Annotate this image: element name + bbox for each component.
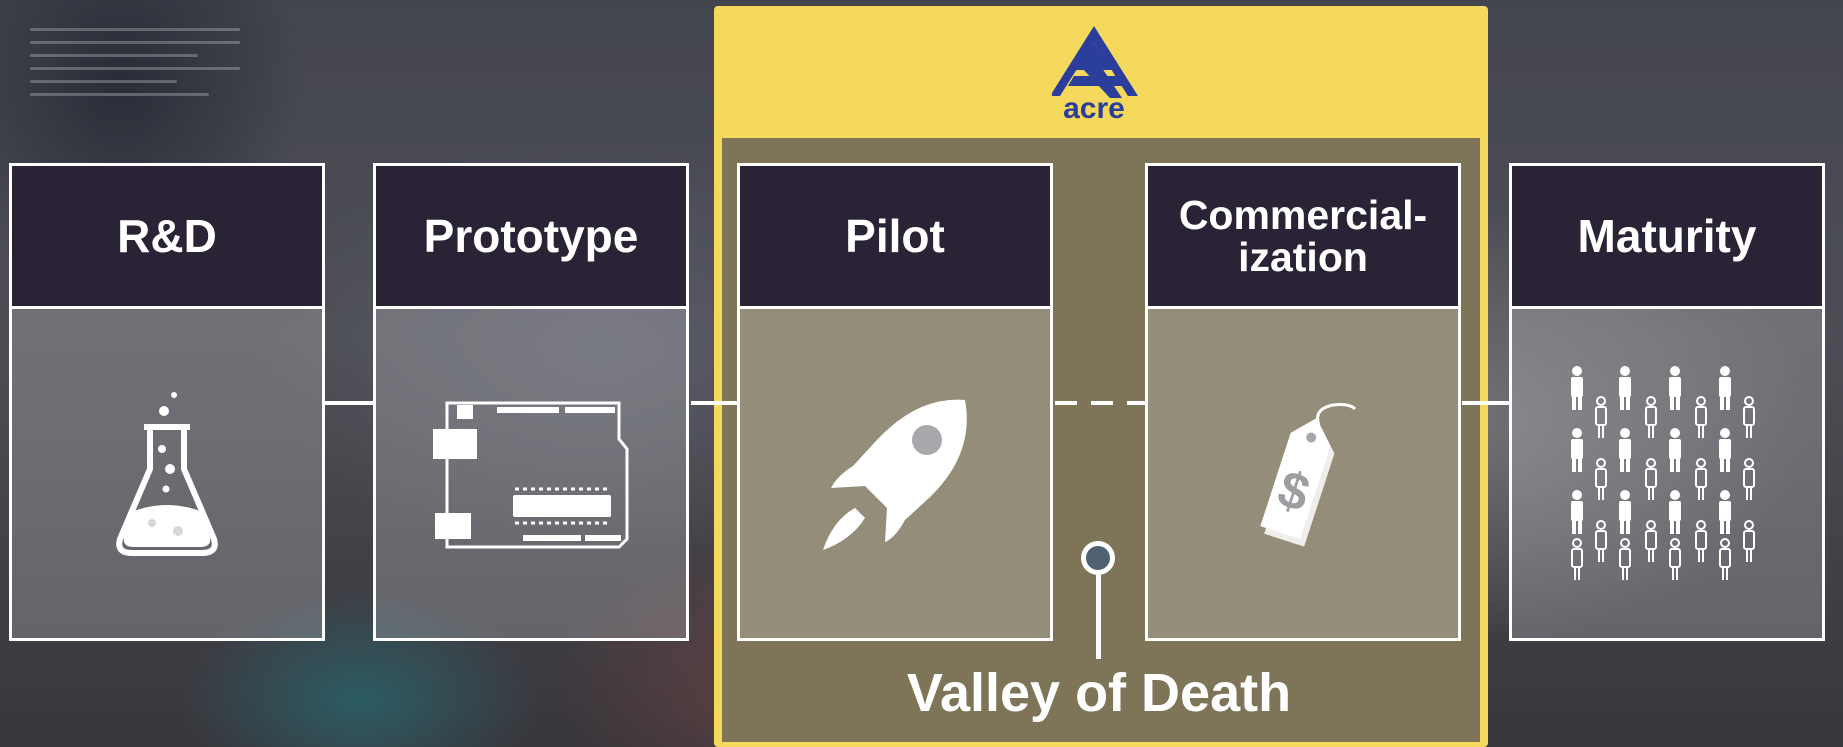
price-tag-icon: $: [1148, 309, 1458, 638]
stage-title: R&D: [117, 210, 217, 262]
background-poster: [30, 18, 240, 106]
valley-marker-pin: [1081, 541, 1115, 575]
stage-title-line2: ization: [1238, 234, 1368, 280]
stage-header: Prototype: [376, 166, 686, 309]
stage-card-maturity: Maturity: [1509, 163, 1825, 641]
stage-header: R&D: [12, 166, 322, 309]
acre-logo: acre: [1050, 24, 1142, 125]
connector-line: [325, 401, 375, 405]
stage-title: Prototype: [423, 210, 639, 262]
connector-line: [1462, 401, 1512, 405]
stage-header: Commercial- ization: [1148, 166, 1458, 309]
people-crowd-icon: [1512, 309, 1822, 638]
rocket-icon: [740, 309, 1050, 638]
stage-title: Commercial- ization: [1179, 194, 1427, 278]
stage-title-line1: Commercial-: [1178, 192, 1428, 238]
acre-logo-text: acre: [1063, 92, 1125, 120]
stage-header: Maturity: [1512, 166, 1822, 309]
stage-card-rd: R&D: [9, 163, 325, 641]
stage-title: Pilot: [845, 210, 945, 262]
stage-card-pilot: Pilot: [737, 163, 1053, 641]
stage-card-commercialization: Commercial- ization $: [1145, 163, 1461, 641]
valley-of-death-label: Valley of Death: [906, 663, 1292, 723]
dashed-connector: [1055, 401, 1147, 405]
stage-card-prototype: Prototype: [373, 163, 689, 641]
flask-icon: [12, 309, 322, 638]
stage-title: Maturity: [1577, 210, 1757, 262]
valley-marker-stem: [1096, 573, 1101, 659]
stage-header: Pilot: [740, 166, 1050, 309]
circuit-board-icon: [376, 309, 686, 638]
connector-line: [691, 401, 739, 405]
